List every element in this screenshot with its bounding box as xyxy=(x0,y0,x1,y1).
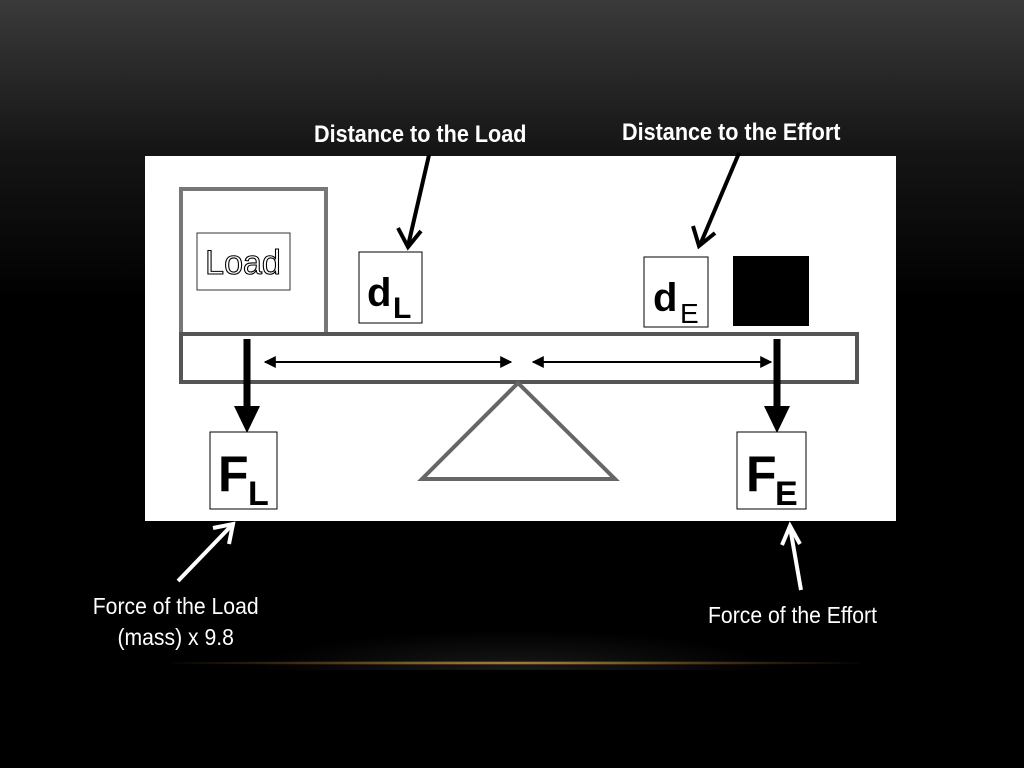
load-block: Load xyxy=(179,187,328,336)
fe-letter: F xyxy=(746,446,777,502)
fulcrum-triangle xyxy=(417,380,620,481)
fe-subscript: E xyxy=(775,475,798,513)
label-force-of-effort: Force of the Effort xyxy=(708,602,877,628)
fe-box: F E xyxy=(736,431,807,513)
label-distance-to-load: Distance to the Load xyxy=(314,121,527,148)
lever-diagram: Load d L xyxy=(179,187,859,513)
dl-letter: d xyxy=(367,271,391,315)
de-box: d E xyxy=(643,256,709,329)
pointer-force-effort xyxy=(780,521,803,591)
force-effort-arrow xyxy=(764,339,790,433)
divider-line xyxy=(170,661,860,665)
label-distance-to-effort: Distance to the Effort xyxy=(622,119,841,146)
de-letter: d xyxy=(653,276,677,320)
fl-letter: F xyxy=(218,446,249,502)
dl-subscript: L xyxy=(393,292,411,325)
dl-box: d L xyxy=(358,251,423,325)
fl-subscript: L xyxy=(248,475,269,513)
label-force-of-load-line1: Force of the Load xyxy=(92,593,259,619)
force-load-arrow xyxy=(234,339,260,433)
de-subscript: E xyxy=(680,298,699,329)
pointer-force-load xyxy=(176,521,236,583)
fl-box: F L xyxy=(209,431,278,513)
lever-diagram-panel: Load d L xyxy=(145,156,896,521)
effort-block xyxy=(733,256,809,326)
lever-beam xyxy=(179,332,859,384)
label-force-of-load: Force of the Load (mass) x 9.8 xyxy=(86,591,265,653)
load-box-label: Load xyxy=(205,244,281,282)
label-force-of-load-line2: (mass) x 9.8 xyxy=(117,624,234,650)
